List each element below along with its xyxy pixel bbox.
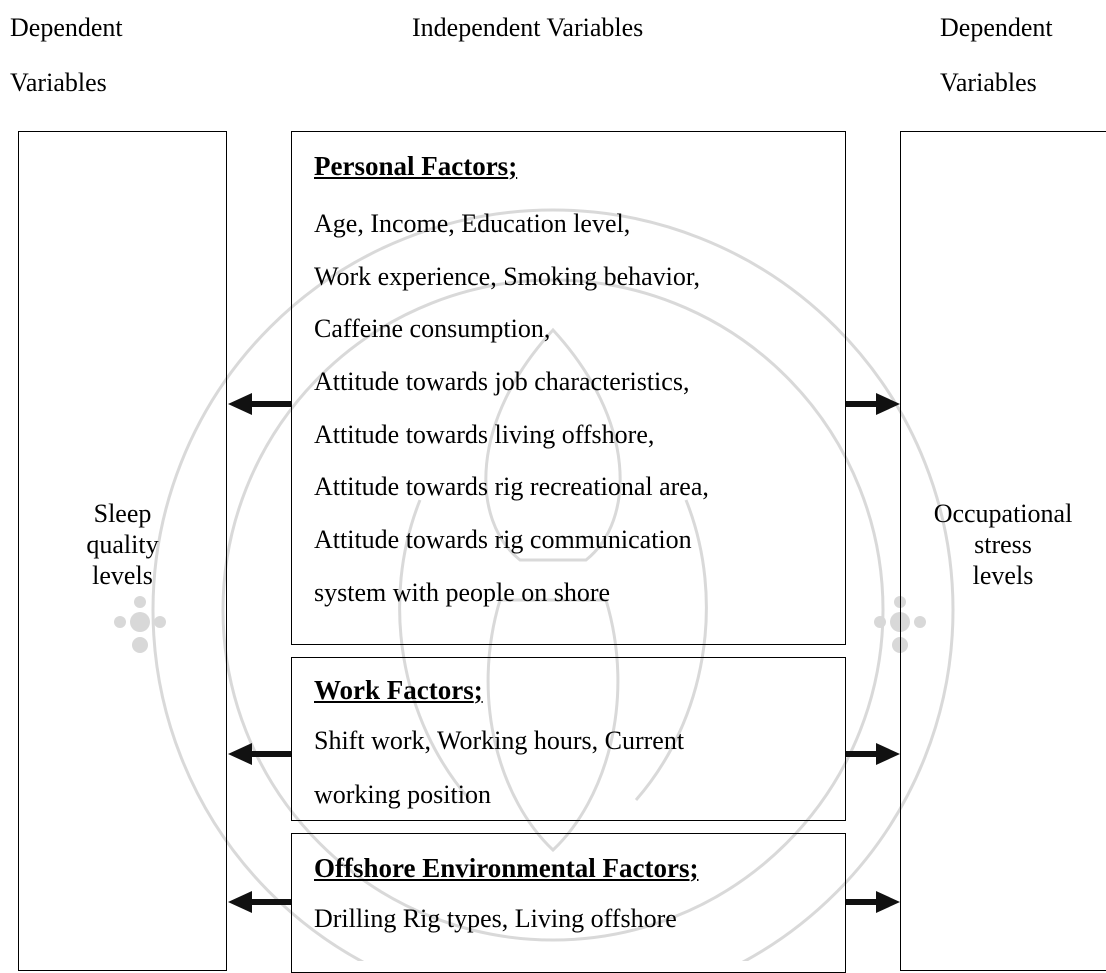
personal-factors-title-punct: ;: [508, 151, 518, 181]
offshore-environmental-factors-title-punct: ;: [689, 853, 699, 883]
offshore-environmental-factors-title-text: Offshore Environmental Factors: [314, 853, 690, 883]
arrow-work-to-sleep: [228, 743, 291, 765]
occupational-stress-box: Occupational stress levels: [900, 131, 1106, 971]
sleep-quality-label-line-1: Sleep: [93, 499, 152, 528]
occupational-stress-label-line-2: stress: [974, 530, 1032, 559]
work-factors-title: Work Factors;: [314, 674, 483, 706]
sleep-quality-label: Sleep quality levels: [19, 498, 226, 591]
occupational-stress-label-line-1: Occupational: [933, 499, 1073, 528]
personal-factors-title-text: Personal Factors: [314, 151, 509, 181]
sleep-quality-box: Sleep quality levels: [18, 131, 227, 971]
personal-factor-line: Age, Income, Education level,: [314, 209, 631, 238]
offshore-factor-line: Drilling Rig types, Living offshore: [314, 904, 677, 933]
offshore-environmental-factors-title: Offshore Environmental Factors;: [314, 852, 698, 884]
personal-factor-line: system with people on shore: [314, 578, 611, 607]
personal-factors-title: Personal Factors;: [314, 150, 517, 182]
work-factors-title-punct: ;: [473, 675, 483, 705]
arrow-personal-to-sleep: [228, 393, 291, 415]
work-factor-line: Shift work, Working hours, Current: [314, 726, 685, 755]
work-factors-title-text: Work Factors: [314, 675, 474, 705]
arrow-offshore-to-sleep: [228, 891, 291, 913]
sleep-quality-label-line-3: levels: [92, 561, 153, 590]
center-header: Independent Variables: [412, 13, 644, 42]
personal-factor-line: Attitude towards job characteristics,: [314, 367, 690, 396]
sleep-quality-label-line-2: quality: [86, 530, 159, 559]
offshore-environmental-factors-box: Offshore Environmental Factors; Drilling…: [291, 833, 846, 973]
arrow-offshore-to-stress: [846, 891, 900, 913]
occupational-stress-label-line-3: levels: [972, 561, 1034, 590]
work-factor-line: working position: [314, 780, 491, 809]
right-header-line-1: Dependent: [940, 13, 1053, 42]
personal-factor-line: Attitude towards rig recreational area,: [314, 472, 709, 501]
left-header-line-1: Dependent: [10, 13, 123, 42]
right-header-line-2: Variables: [940, 68, 1037, 97]
personal-factors-box: Personal Factors; Age, Income, Education…: [291, 131, 846, 645]
personal-factor-line: Attitude towards rig communication: [314, 525, 692, 554]
work-factors-box: Work Factors; Shift work, Working hours,…: [291, 657, 846, 821]
personal-factor-line: Attitude towards living offshore,: [314, 420, 655, 449]
arrow-work-to-stress: [846, 743, 900, 765]
personal-factor-line: Work experience, Smoking behavior,: [314, 262, 701, 291]
personal-factor-line: Caffeine consumption,: [314, 314, 551, 343]
occupational-stress-label: Occupational stress levels: [901, 498, 1105, 591]
left-header-line-2: Variables: [10, 68, 107, 97]
arrow-personal-to-stress: [846, 393, 900, 415]
